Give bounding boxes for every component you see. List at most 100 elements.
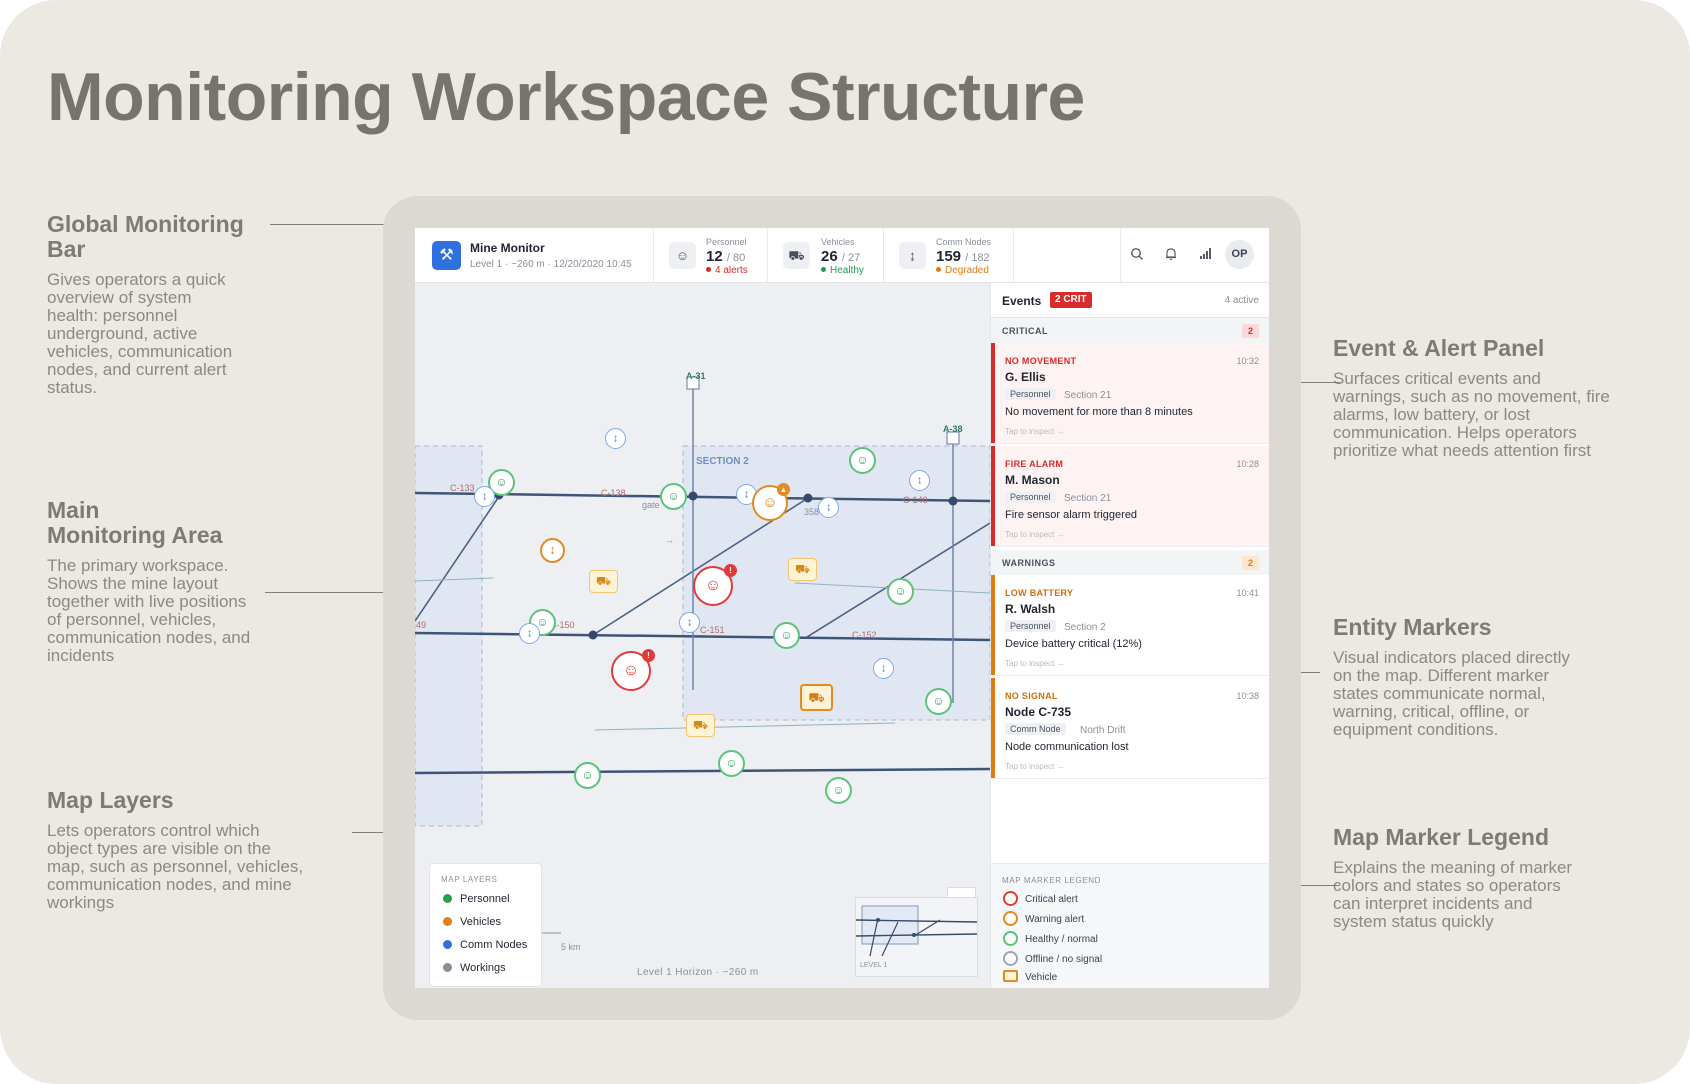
- annotation-title: Map Layers: [47, 787, 174, 813]
- annotation-text: Visual indicators placed directly: [1333, 648, 1570, 667]
- events-header: Events 2 CRIT 4 active: [991, 283, 1269, 318]
- comm-node-marker[interactable]: ↨: [818, 497, 839, 518]
- inspect-link[interactable]: Tap to inspect →: [1005, 762, 1065, 771]
- legend-header: MAP MARKER LEGEND: [1002, 876, 1101, 885]
- layer-toggle-vehicles[interactable]: Vehicles: [443, 916, 501, 928]
- comm-node-marker[interactable]: ↨: [909, 470, 930, 491]
- legend-label: Vehicle: [1025, 972, 1058, 983]
- minimap-toggle[interactable]: [947, 887, 976, 897]
- layer-toggle-comm-nodes[interactable]: Comm Nodes: [443, 939, 527, 951]
- vehicle-marker[interactable]: ⛟: [589, 570, 618, 593]
- comm-node-marker[interactable]: ↨: [679, 612, 700, 633]
- event-card[interactable]: NO SIGNAL 10:38 Node C-735 Comm Node Nor…: [991, 678, 1269, 779]
- bell-icon: [1165, 248, 1176, 260]
- annotation-text: health: personnel: [47, 306, 178, 325]
- personnel-marker[interactable]: ☺: [574, 762, 601, 789]
- minimap-drawing: [855, 905, 978, 957]
- warning-comm-node-marker[interactable]: ↨: [540, 538, 565, 563]
- personnel-marker[interactable]: ☺: [849, 447, 876, 474]
- app-subtitle: Level 1 · −260 m · 12/20/2020 10:45: [470, 259, 632, 270]
- truck-icon: ⛟: [783, 242, 810, 269]
- leader-line: [352, 832, 402, 833]
- global-monitoring-bar: ⚒ Mine Monitor Level 1 · −260 m · 12/20/…: [415, 228, 1269, 283]
- gate-label: gate: [642, 500, 660, 510]
- personnel-marker[interactable]: ☺: [718, 750, 745, 777]
- annotation-text: can interpret incidents and: [1333, 894, 1533, 913]
- minimap[interactable]: LEVEL 1: [855, 897, 978, 977]
- annotation-event-panel: Event & Alert Panel Surfaces critical ev…: [1333, 336, 1610, 460]
- signal-button[interactable]: [1190, 240, 1219, 269]
- annotation-text: communication. Helps operators: [1333, 423, 1577, 442]
- stat-status: 4 alerts: [715, 265, 748, 276]
- tunnel-label: C-152: [852, 630, 877, 640]
- search-button[interactable]: [1122, 240, 1151, 269]
- comm-node-marker[interactable]: ↨: [873, 658, 894, 679]
- scale-label: 5 km: [561, 942, 581, 952]
- stat-label: Vehicles: [821, 237, 855, 247]
- stat-total: / 182: [965, 252, 990, 264]
- stat-total: / 80: [726, 252, 746, 264]
- drift-line: [415, 491, 990, 503]
- stat-label: Personnel: [706, 237, 747, 247]
- pickaxe-icon: ⚒: [432, 241, 461, 270]
- event-time: 10:38: [1236, 691, 1259, 701]
- group-label: CRITICAL: [1002, 326, 1048, 336]
- notifications-button[interactable]: [1156, 240, 1185, 269]
- group-warnings: WARNINGS 2: [991, 550, 1269, 575]
- annotation-text: object types are visible on the: [47, 839, 271, 858]
- inspect-link[interactable]: Tap to inspect →: [1005, 427, 1065, 436]
- vehicle-marker[interactable]: ⛟: [686, 714, 715, 737]
- inspect-link[interactable]: Tap to inspect →: [1005, 659, 1065, 668]
- annotation-text: Surfaces critical events and: [1333, 369, 1541, 388]
- divider: [1120, 228, 1121, 283]
- comm-node-marker[interactable]: ↨: [474, 486, 495, 507]
- event-location: North Drift: [1080, 725, 1126, 736]
- comm-node-marker[interactable]: ↨: [605, 428, 626, 449]
- shaft-label: A-38: [943, 424, 963, 434]
- warning-vehicle-marker[interactable]: ⛟: [800, 684, 833, 711]
- status-dot: [936, 267, 941, 272]
- layer-toggle-personnel[interactable]: Personnel: [443, 893, 510, 905]
- panel-header: MAP LAYERS: [441, 875, 498, 884]
- leader-line: [270, 224, 420, 225]
- annotation-title: Main: [47, 497, 100, 523]
- events-title: Events: [1002, 294, 1042, 308]
- personnel-marker[interactable]: ☺: [825, 777, 852, 804]
- critical-personnel-marker[interactable]: ☺: [611, 651, 651, 691]
- main-monitoring-area[interactable]: A-31 A-38 SECTION 2 C-133 C-138 C-140 C-…: [415, 283, 990, 988]
- annotation-text: warnings, such as no movement, fire: [1333, 387, 1610, 406]
- page-title: Monitoring Workspace Structure: [47, 59, 1085, 135]
- event-card[interactable]: LOW BATTERY 10:41 R. Walsh Personnel Sec…: [991, 575, 1269, 676]
- layer-toggle-workings[interactable]: Workings: [443, 962, 506, 974]
- vehicle-marker[interactable]: ⛟: [788, 558, 817, 581]
- arrow-icon: →: [665, 535, 674, 545]
- user-avatar[interactable]: OP: [1225, 240, 1254, 269]
- personnel-marker[interactable]: ☺: [887, 578, 914, 605]
- divider: [767, 228, 768, 283]
- personnel-marker[interactable]: ☺: [925, 688, 952, 715]
- annotation-text: equipment conditions.: [1333, 720, 1499, 739]
- comm-node-marker[interactable]: ↨: [519, 623, 540, 644]
- event-card[interactable]: NO MOVEMENT 10:32 G. Ellis Personnel Sec…: [991, 343, 1269, 444]
- inspect-link[interactable]: Tap to inspect →: [1005, 530, 1065, 539]
- event-card[interactable]: FIRE ALARM 10:28 M. Mason Personnel Sect…: [991, 446, 1269, 547]
- severity-bar: [991, 678, 995, 778]
- personnel-marker[interactable]: ☺: [660, 483, 687, 510]
- antenna-icon: ↨: [899, 242, 926, 269]
- annotation-text: on the map. Different marker: [1333, 666, 1550, 685]
- stat-status: Healthy: [830, 265, 864, 276]
- critical-personnel-marker[interactable]: ☺: [693, 566, 733, 606]
- annotation-map-layers: Map Layers Lets operators control which …: [47, 788, 303, 912]
- legend-label: Offline / no signal: [1025, 954, 1103, 965]
- mine-layout: [415, 376, 990, 934]
- layer-color-dot: [443, 940, 452, 949]
- divider: [883, 228, 884, 283]
- personnel-marker[interactable]: ☺: [773, 622, 800, 649]
- minimap-label: LEVEL 1: [860, 962, 888, 969]
- section-label: SECTION 2: [696, 456, 749, 467]
- healthy-swatch-icon: [1003, 931, 1018, 946]
- entity-type-tag: Personnel: [1005, 388, 1056, 400]
- annotation-title: Monitoring Area: [47, 522, 223, 548]
- event-entity: Node C-735: [1005, 705, 1072, 719]
